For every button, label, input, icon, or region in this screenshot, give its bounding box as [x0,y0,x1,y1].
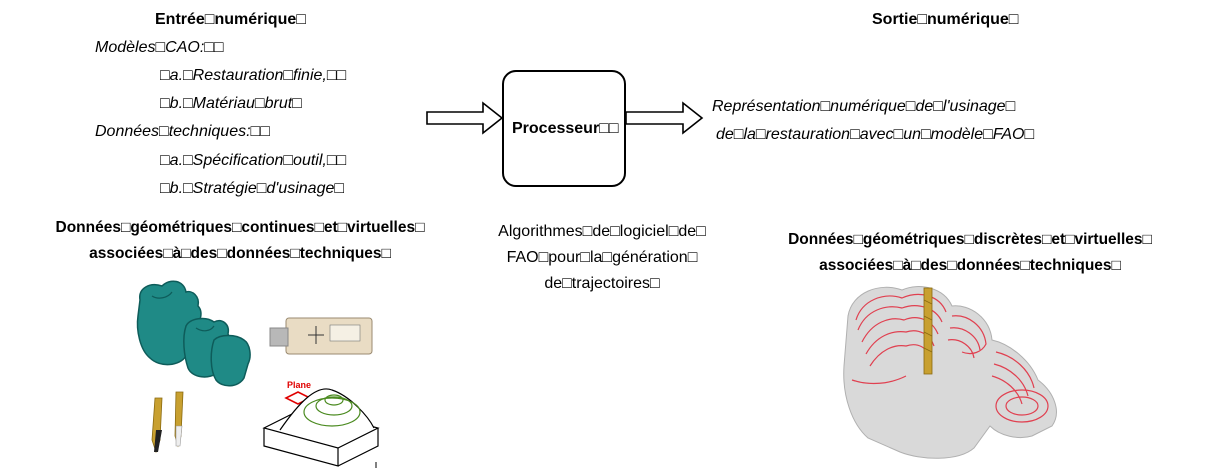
item-machining-strategy: □b.□Stratégie□d'usinage□ [160,180,345,197]
machined-crown-icon [843,286,1057,459]
milling-tool-icon [151,391,184,454]
output-title: Sortie□numérique□ [872,11,1019,28]
input-title: Entrée□numérique□ [155,11,306,28]
arrow-right-icon [625,101,704,135]
item-raw-material: □b.□Matériau□brut□ [160,95,302,112]
item-tool-spec: □a.□Spécification□outil,□□ [160,152,347,169]
plane-label: Plane [287,380,311,390]
output-caption-line2: associées□à□des□données□techniques□ [819,257,1121,274]
processor-caption-line2: FAO□pour□la□génération□ [506,249,698,266]
processor-box [502,70,626,187]
input-caption-line2: associées□à□des□données□techniques□ [89,245,391,262]
output-desc-line1: Représentation□numérique□de□l'usinage□ [712,98,1016,115]
arrow-right-icon [426,101,504,135]
blank-block-icon [269,317,373,355]
cad-models-label: Modèles□CAO:□□ [95,39,224,56]
input-caption-line1: Données□géométriques□continues□et□virtue… [55,219,425,236]
output-caption-line1: Données□géométriques□discrètes□et□virtue… [788,231,1152,248]
tech-data-label: Données□techniques:□□ [95,123,270,140]
processor-label: Processeur□□ [512,120,619,137]
processor-caption-line3: de□trajectoires□ [544,275,660,292]
processor-caption-line1: Algorithmes□de□logiciel□de□ [498,223,706,240]
item-finished-restoration: □a.□Restauration□finie,□□ [160,67,347,84]
output-desc-line2: de□la□restauration□avec□un□modèle□FAO□ [716,126,1035,143]
tooth-crown-icon [136,280,251,387]
toolpath-surface-icon: Plane [262,380,380,468]
